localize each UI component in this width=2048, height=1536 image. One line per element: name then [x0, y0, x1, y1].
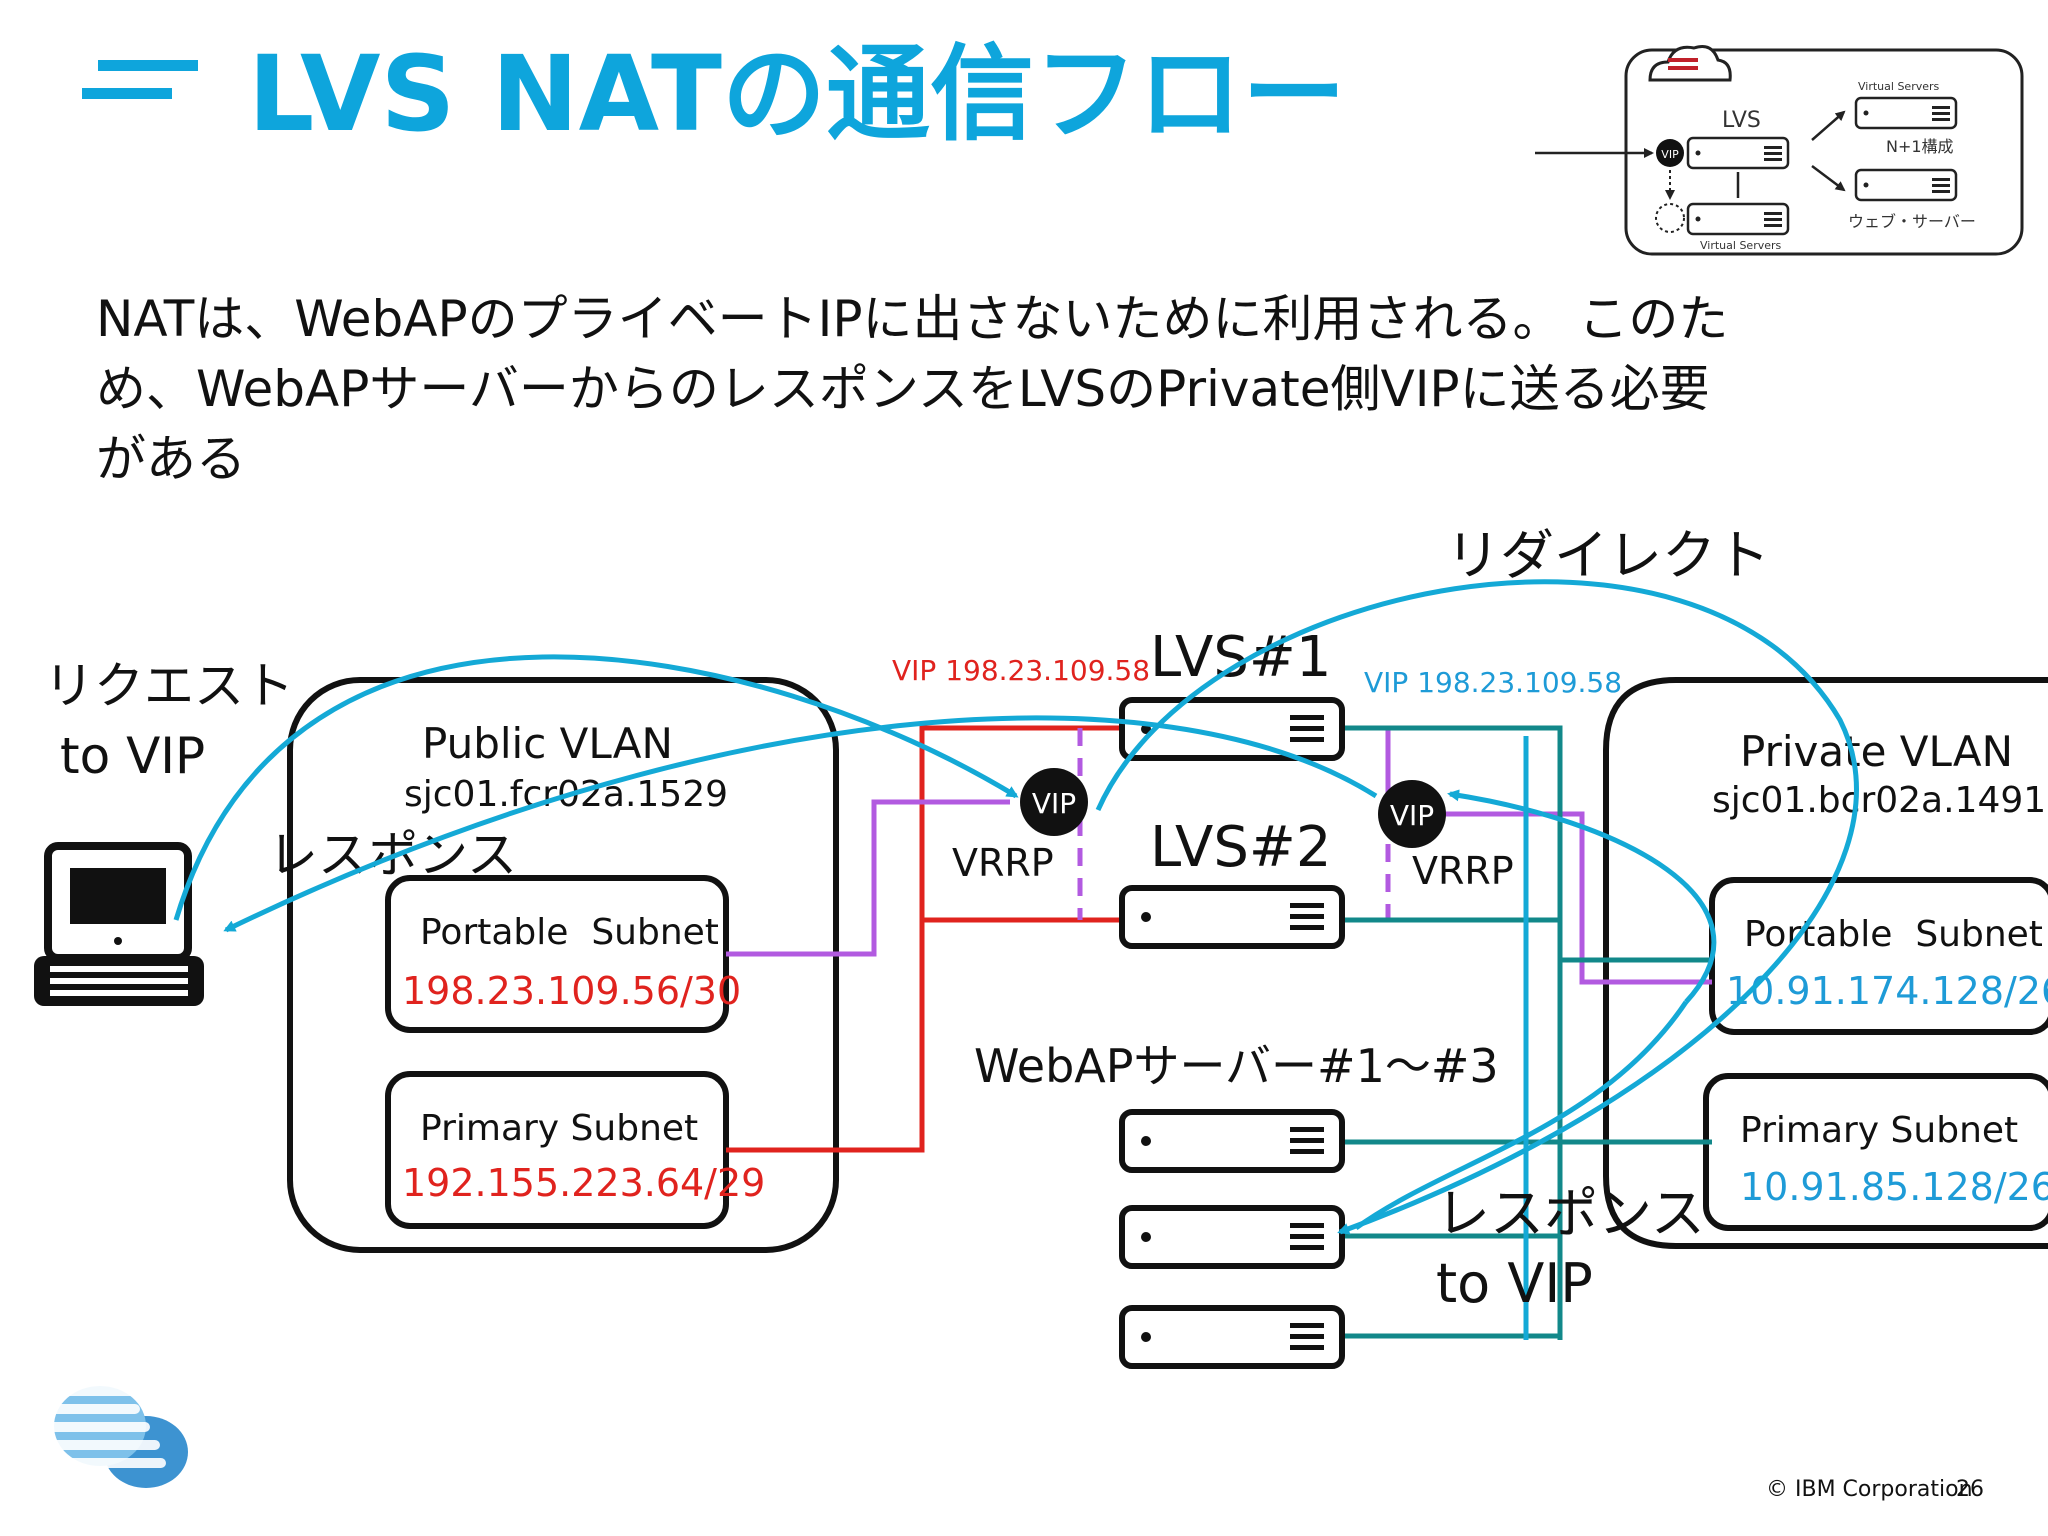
- request-label-line1: リクエスト: [44, 657, 294, 715]
- body-line-1: NATは、WebAPのプライベートIPに出さないために利用される。 このた: [96, 290, 1728, 348]
- mini-lvs-label: LVS: [1722, 108, 1761, 133]
- private-portable-subnet-cidr: 10.91.174.128/26: [1726, 969, 2048, 1013]
- public-primary-links: [726, 725, 1122, 1153]
- public-portable-subnet-label: Portable Subnet: [420, 912, 719, 953]
- body-line-3: がある: [96, 430, 246, 488]
- private-portable-subnet-label: Portable Subnet: [1744, 914, 2043, 955]
- webap-server-2: [1122, 1208, 1342, 1266]
- vrrp-right-label: VRRP: [1412, 849, 1514, 893]
- mini-web-servers-label: ウェブ・サーバー: [1848, 212, 1976, 231]
- client-computer-icon: [34, 842, 204, 1006]
- response-to-vip-arrow: [1354, 1000, 1689, 1231]
- redirect-label: リダイレクト: [1446, 524, 1770, 587]
- private-primary-subnet-cidr: 10.91.85.128/26: [1740, 1165, 2048, 1209]
- vrrp-left-label: VRRP: [952, 841, 1054, 885]
- mini-vip-label: VIP: [1661, 148, 1679, 161]
- redirect-arrow: [1095, 579, 1859, 1235]
- webap-server-3: [1122, 1308, 1342, 1366]
- public-portable-subnet-cidr: 198.23.109.56/30: [402, 969, 741, 1013]
- mini-lvs-server-2: [1686, 202, 1790, 236]
- mini-lvs-server-1: [1686, 136, 1790, 170]
- private-primary-subnet-box: [1703, 1073, 2048, 1231]
- private-vlan-box: [1603, 677, 2048, 1249]
- public-primary-subnet-label: Primary Subnet: [420, 1108, 698, 1149]
- footer-copyright: © IBM Corporation: [1766, 1477, 1973, 1502]
- title-accent-icon: [82, 60, 198, 99]
- lvs1-label: LVS#1: [1150, 625, 1331, 690]
- vip-badge-private-label: VIP: [1390, 799, 1434, 832]
- request-label-line2: to VIP: [60, 727, 205, 785]
- response-to-vip-line1: レスポンス: [1436, 1182, 1705, 1245]
- private-vlan-id: sjc01.bcr02a.1491: [1712, 780, 2046, 821]
- webap-servers-label: WebAPサーバー#1～#3: [974, 1039, 1499, 1093]
- cloud-logo-icon: [40, 1386, 188, 1488]
- private-vlan-title: Private VLAN: [1740, 727, 2013, 776]
- lvs2-label: LVS#2: [1150, 815, 1331, 880]
- vip-private-label: VIP 198.23.109.58: [1364, 666, 1622, 699]
- request-arrow: [173, 654, 1019, 921]
- mini-standby-vip: [1655, 203, 1685, 233]
- mini-web-server-1: [1854, 96, 1958, 130]
- lvs2-server: [1122, 888, 1342, 946]
- page-number: 26: [1956, 1477, 1984, 1502]
- mini-lvs-diagram: Virtual Servers LVS VIP N+1構成 ウェブ・サーバー V…: [1535, 45, 2024, 256]
- response-to-vip-line2: to VIP: [1436, 1252, 1593, 1315]
- public-primary-subnet-cidr: 192.155.223.64/29: [402, 1161, 765, 1205]
- mini-virtual-servers-top: Virtual Servers: [1858, 80, 1940, 93]
- mini-n-plus-one: N+1構成: [1886, 137, 1954, 156]
- mini-vip-badge: [1656, 139, 1684, 167]
- slide-title: LVS NATの通信フロー: [248, 33, 1346, 155]
- mini-web-server-2: [1854, 168, 1958, 202]
- vip-public-label: VIP 198.23.109.58: [892, 654, 1150, 687]
- vip-badge-public-label: VIP: [1032, 787, 1076, 820]
- webap-server-1: [1122, 1112, 1342, 1170]
- cloud-icon: [1648, 45, 1732, 82]
- public-vlan-title: Public VLAN: [422, 719, 673, 768]
- flow-arrows: [173, 579, 1859, 1235]
- private-primary-subnet-label: Primary Subnet: [1740, 1110, 2018, 1151]
- vip-badge-public: [1020, 768, 1088, 836]
- response-arrow: [223, 715, 1378, 933]
- vip-badge-private: [1378, 780, 1446, 848]
- mini-virtual-servers-bottom: Virtual Servers: [1700, 239, 1782, 252]
- public-vlan-box: [287, 677, 839, 1253]
- body-line-2: め、WebAPサーバーからのレスポンスをLVSのPrivate側VIPに送る必要: [96, 360, 1710, 418]
